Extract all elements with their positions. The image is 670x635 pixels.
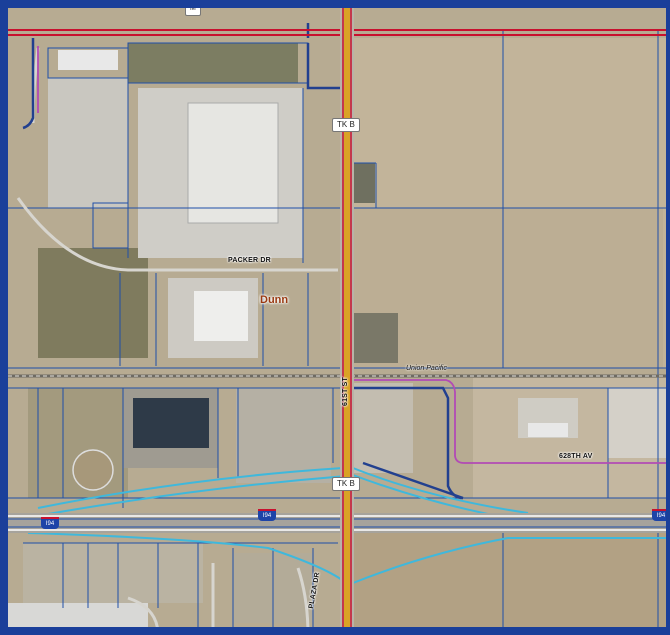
highway-shield-top-partial[interactable]: M [185,8,201,16]
interstate-mainline [8,513,666,533]
road-label-61st-st: 61ST ST [342,376,349,406]
municipal-boundary [37,46,666,464]
red-roads [8,29,666,36]
interstate-shield-west[interactable]: I94 [41,517,59,529]
grain-building [528,423,568,437]
road-label-packer-dr: PACKER DR [228,257,271,264]
highway-shield-tk-b-south[interactable]: TK B [332,477,360,491]
farm-field-ne-south [353,208,663,368]
railroad-label-union-pacific: Union Pacific [406,365,447,372]
dunn-building [194,291,248,341]
road-label-628th-av: 628TH AV [559,453,593,460]
building-nw [58,50,118,70]
county-highway-tk-b [340,8,354,627]
map-layers [8,8,666,627]
residential-sw [23,543,203,603]
parcel-lines [8,30,666,627]
place-label-dunn: Dunn [260,294,289,306]
parking-lot-west [48,78,128,208]
map-canvas[interactable]: Dunn TK B TK B M PACKER DR 61ST ST 628TH… [8,8,666,627]
oval-track [72,449,114,491]
farm-field-se [353,528,666,627]
warehouse-building [187,102,279,224]
farmstead-south [353,313,398,363]
green-field-north [128,43,298,83]
ramp-lot [353,383,413,473]
industrial-strip-sw [8,603,148,627]
green-field-west [38,248,148,358]
gravel-pit [608,388,666,458]
interstate-shield-center[interactable]: I94 [258,509,276,521]
interstate-shield-east[interactable]: I94 [652,509,666,521]
dark-warehouse-building [133,398,209,448]
industrial-cluster [236,388,331,483]
highway-shield-tk-b-north[interactable]: TK B [332,118,360,132]
farmstead-north [353,163,375,203]
